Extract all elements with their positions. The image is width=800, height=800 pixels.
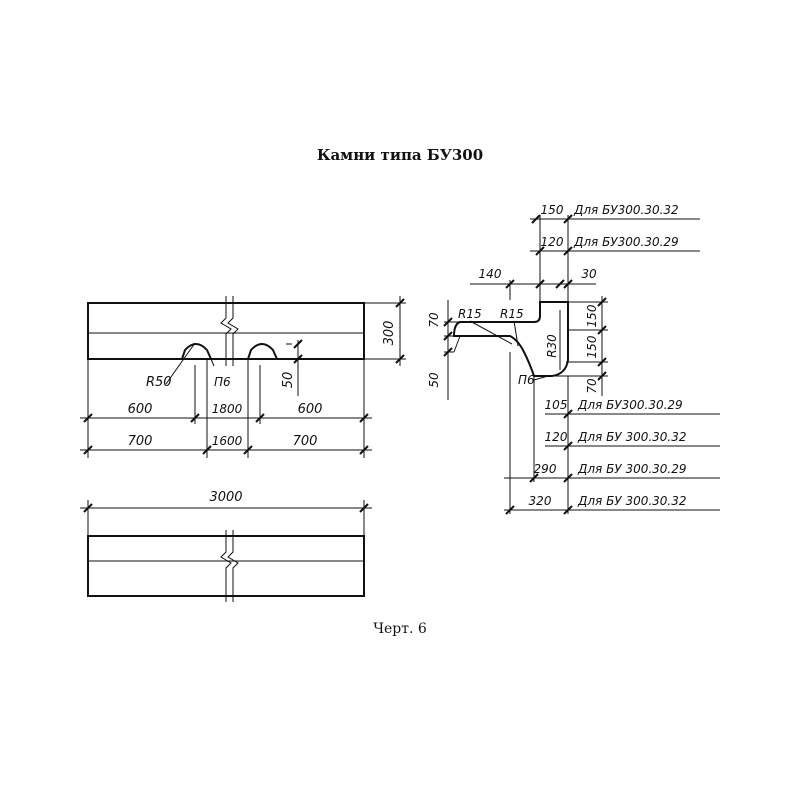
dim-tick [563, 505, 573, 515]
dim-320-label: 320 [529, 494, 552, 508]
dim-tick [597, 357, 607, 367]
page-title: Камни типа БУ300 [316, 146, 484, 164]
callout-p6-section: П6 [518, 373, 535, 387]
front-recess-left [181, 343, 212, 360]
dim-150-right2-label: 150 [585, 335, 599, 358]
dim-tick [359, 445, 369, 455]
dim-320-note: Для БУ 300.30.32 [577, 494, 687, 508]
dim-tick [83, 413, 93, 423]
dim-tick [597, 371, 607, 381]
front-break-left [220, 296, 232, 366]
section-edge [453, 335, 461, 353]
dim-150-right-label: 150 [585, 304, 599, 327]
dim-tick [563, 473, 573, 483]
dim-150-note: Для БУ300.30.32 [573, 203, 679, 217]
dim-150-label: 150 [541, 203, 564, 217]
dim-tick [555, 279, 565, 289]
dim-tick [443, 331, 453, 341]
dim-600-left-label: 600 [128, 402, 153, 417]
dim-700-left-label: 700 [128, 434, 153, 449]
callout-r50: R50 [146, 375, 172, 390]
dim-70-left-label: 70 [427, 312, 441, 328]
dim-3000-label: 3000 [209, 490, 242, 505]
dim-105-label: 105 [545, 398, 568, 412]
dim-tick [597, 297, 607, 307]
front-break-right [227, 296, 239, 366]
dim-tick [563, 409, 573, 419]
dim-tick [243, 445, 253, 455]
dim-tick [202, 445, 212, 455]
dim-50-label: 50 [281, 372, 296, 389]
dim-tick [255, 413, 265, 423]
dim-1600-label: 1600 [212, 434, 243, 448]
plan-break-right [227, 530, 239, 602]
callout-p6: П6 [214, 375, 231, 389]
section-view: 150 Для БУ300.30.32 120 Для БУ300.30.29 … [427, 203, 720, 515]
p6-leader [533, 375, 549, 381]
dim-tick [293, 339, 303, 349]
front-view [87, 296, 365, 385]
front-dimensions: 300 50 600 1800 600 700 1600 700 R50 [80, 296, 406, 458]
dim-tick [597, 325, 607, 335]
dim-120b-label: 120 [545, 430, 568, 444]
dim-600-right-label: 600 [298, 402, 323, 417]
dim-tick [293, 354, 303, 364]
dim-120-note: Для БУ300.30.29 [573, 235, 679, 249]
callout-r15-b: R15 [500, 307, 524, 321]
dim-tick [531, 214, 541, 224]
dim-tick [190, 413, 200, 423]
dim-tick [563, 279, 573, 289]
dim-tick [395, 298, 405, 308]
dim-tick [83, 445, 93, 455]
dim-120b-note: Для БУ 300.30.32 [577, 430, 687, 444]
dim-50-left-label: 50 [427, 372, 441, 388]
dim-tick [505, 505, 515, 515]
dim-700-right-label: 700 [293, 434, 318, 449]
plan-view: 3000 [80, 490, 372, 602]
dim-tick [443, 347, 453, 357]
plan-break-left [220, 530, 232, 602]
dim-tick [359, 503, 369, 513]
dim-tick [535, 279, 545, 289]
dim-140-label: 140 [479, 267, 502, 281]
dim-tick [395, 354, 405, 364]
dim-30-label: 30 [581, 267, 597, 281]
dim-290-label: 290 [534, 462, 557, 476]
dim-70-right-label: 70 [585, 378, 599, 394]
dim-120-label: 120 [541, 235, 564, 249]
dim-tick [529, 473, 539, 483]
dim-290-note: Для БУ 300.30.29 [577, 462, 687, 476]
dim-tick [359, 413, 369, 423]
dim-300-label: 300 [382, 321, 397, 346]
r15-b-leader [513, 320, 519, 347]
front-r50-leader [165, 342, 196, 385]
front-p6-leader [210, 358, 215, 367]
dim-tick [443, 317, 453, 327]
dim-105-note: Для БУ300.30.29 [577, 398, 683, 412]
dim-tick [563, 441, 573, 451]
front-recess-right [247, 343, 278, 360]
callout-r15-a: R15 [458, 307, 482, 321]
dim-tick [83, 503, 93, 513]
dim-1800-label: 1800 [212, 402, 243, 416]
callout-r30: R30 [545, 334, 559, 358]
figure-caption: Черт. 6 [373, 621, 427, 637]
r15-a-leader [469, 320, 513, 345]
